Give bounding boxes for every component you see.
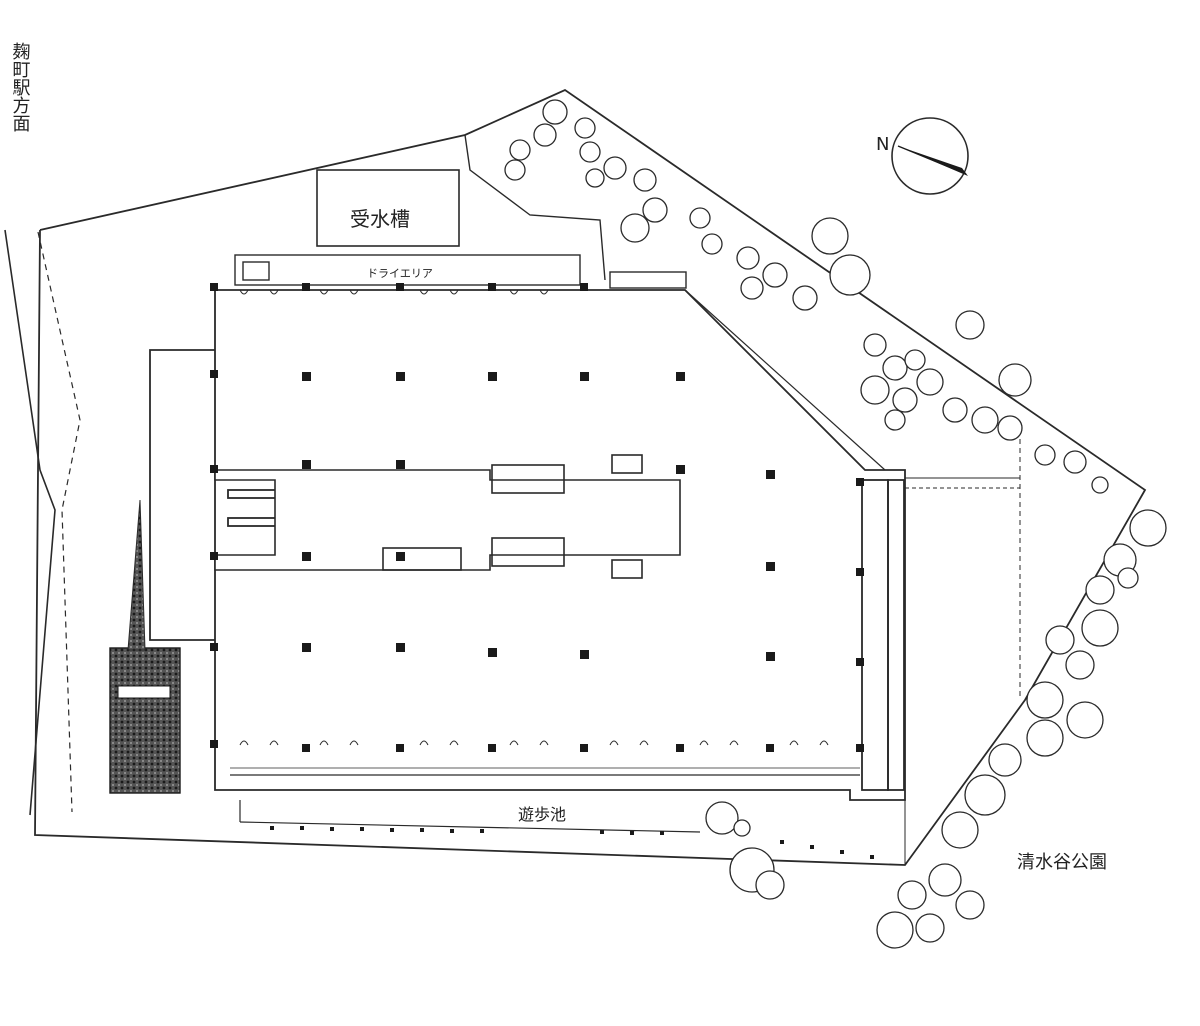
park-boundary xyxy=(904,430,1021,865)
window-marks xyxy=(239,289,829,746)
pond-walkway: 遊歩池 xyxy=(239,800,874,859)
courtyard xyxy=(214,454,681,579)
column-grid xyxy=(210,283,864,752)
dry-area: ドライエリア xyxy=(234,134,687,289)
north-label: N xyxy=(876,134,889,155)
north-arrow: N xyxy=(876,117,969,195)
pond-label: 遊歩池 xyxy=(518,805,566,824)
site-boundary xyxy=(34,88,1147,866)
water-tank-label: 受水槽 xyxy=(350,207,410,231)
left-road xyxy=(4,229,81,816)
water-tank: 受水槽 xyxy=(316,169,460,247)
hatched-area xyxy=(109,499,181,794)
station-direction-label: 麹町駅方面 xyxy=(10,42,31,132)
trees xyxy=(504,99,1167,949)
building xyxy=(149,289,906,801)
park-label: 清水谷公園 xyxy=(1017,852,1107,873)
dry-area-label: ドライエリア xyxy=(367,267,433,280)
station-direction-text: 麹町駅方面 xyxy=(10,42,31,132)
